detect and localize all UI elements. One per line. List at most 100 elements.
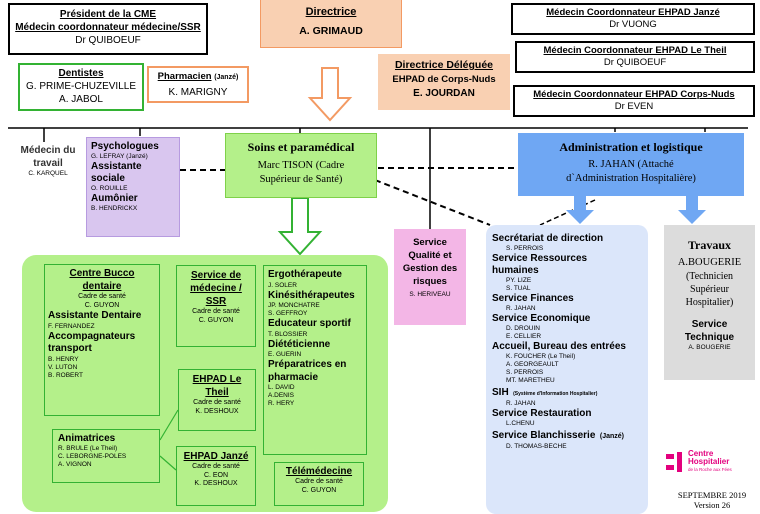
footer: SEPTEMBRE 2019 Version 26 [668,490,756,510]
soins-line1: Marc TISON (Cadre [257,160,345,171]
service-technique-title: Technique [684,331,735,343]
accueil-name: A. GEORGEAULT [506,361,559,368]
telemedecine-name: C. GUYON [301,486,337,494]
qualite-line: risques [413,276,447,287]
finances-name: R. JAHAN [506,305,536,312]
prep-name: L. DAVID [268,384,295,391]
logo-text: Hospitalier [688,457,730,466]
soins-box: Soins et paramédical Marc TISON (Cadre S… [225,133,377,198]
assistante-dentaire-name: F. FERNANDEZ [48,322,95,330]
president-subtitle: Médecin coordonnateur médecine/SSR [15,22,201,33]
bucco-title: dentaire [82,281,122,292]
dentiste-name: A. JABOL [59,94,103,105]
accueil-name: K. FOUCHER (Le Theil) [506,353,576,360]
medecine-ssr-box: Service de médecine / SSR Cadre de santé… [176,265,256,347]
accompagnateur-name: B. ROBERT [48,371,83,379]
secretariat-title: Secrétariat de direction [492,233,604,244]
footer-version: Version 26 [693,500,731,510]
accompagnateurs-title: transport [48,343,92,354]
logo-text: de la Roche aux Fées [688,467,732,472]
coord-theil-box: Médecin Coordonnateur EHPAD Le Theil Dr … [515,41,755,73]
medecine-ssr-name: C. GUYON [198,316,234,324]
admin-line2: d`Administration Hospitalière) [566,173,696,184]
secretariat-name: S. PERROIS [506,245,544,252]
coord-theil-name: Dr QUIBOEUF [603,57,667,68]
rh-title: Service Ressources [492,253,588,264]
qualite-line: Gestion des [402,263,458,274]
ergo-title: Ergothérapeute [268,269,342,280]
ehpad-janze-name: K. DESHOUX [194,480,238,487]
medecine-ssr-title: SSR [205,296,227,307]
president-name: Dr QUIBOEUF [75,35,141,46]
aumonier-title: Aumônier [91,193,138,204]
blanchisserie-title: Service Blanchisserie [492,430,596,441]
rh-title: humaines [492,265,539,276]
travaux-box: Travaux A.BOUGERIE (Technicien Supérieur… [664,225,755,380]
accueil-title: Accueil, Bureau des entrées [492,341,626,352]
blanchisserie-name: D. THOMAS-BECHE [506,443,567,450]
telemedecine-title: Télémédecine [285,466,353,477]
economique-name: E. CELLIER [506,333,542,340]
dentistes-title: Dentistes [58,68,104,79]
travaux-line: Supérieur [690,283,729,295]
logo-mark-icon [666,452,682,472]
prep-title: pharmacie [268,371,319,383]
sih-name: R. JAHAN [506,400,536,407]
admin-line1: R. JAHAN (Attaché [588,159,674,170]
ehpad-theil-name: K. DESHOUX [195,407,239,415]
directrice-name: A. GRIMAUD [299,25,363,37]
pharmacien-box: Pharmacien (Janzé) K. MARIGNY [147,66,249,103]
pharmacien-title: Pharmacien [157,71,212,82]
animatrice-name: C. LEBORGNE-POLES [58,453,127,460]
qualite-box: Service Qualité et Gestion des risques S… [394,229,466,325]
rh-name: S. TUAL [506,285,531,292]
sport-title: Educateur sportif [268,318,351,329]
economique-title: Service Economique [492,313,591,324]
soins-line2: Supérieur de Santé) [259,174,343,185]
bucco-title: Centre Bucco [69,268,135,279]
coord-corps-title: Médecin Coordonnateur EHPAD Corps-Nuds [533,89,735,100]
travaux-line: Hospitalier) [685,296,734,308]
psychologues-title: Psychologues [91,141,159,152]
dentistes-box: Dentistes G. PRIME-CHUZEVILLE A. JABOL [18,63,144,111]
accueil-name: S. PERROIS [506,369,544,376]
pharmacien-note: (Janzé) [214,74,239,81]
animatrices-box: Animatrices R. BRULE (Le Theil) C. LEBOR… [52,429,160,483]
assistante-sociale-name: O. ROUILLE [91,185,128,192]
accueil-name: MT. MARETHEU [506,377,555,384]
medecine-ssr-cadre: Cadre de santé [192,308,240,315]
paramed-box: Ergothérapeute J. SOLER Kinésithérapeute… [263,265,367,455]
bucco-box: Centre Bucco dentaire Cadre de santé C. … [44,264,160,416]
footer-date: SEPTEMBRE 2019 [677,490,747,500]
blanchisserie-note: (Janzé) [599,433,624,440]
qualite-line: Service [413,237,447,248]
ehpad-theil-title: Theil [205,387,229,398]
finances-title: Service Finances [492,293,574,304]
travaux-title: Travaux [687,238,732,252]
coord-theil-title: Médecin Coordonnateur EHPAD Le Theil [543,45,727,56]
deleguee-title: Directrice Déléguée [394,59,494,71]
economique-name: D. DROUIN [506,325,540,332]
soins-services-area [22,255,388,512]
medecine-ssr-title: Service de [190,270,242,281]
president-cme-box: Président de la CME Médecin coordonnateu… [8,3,208,55]
directrice-title: Directrice [305,6,357,18]
assistante-dentaire-title: Assistante Dentaire [48,310,142,321]
restauration-title: Service Restauration [492,408,592,419]
travaux-line: A.BOUGERIE [677,257,742,268]
coord-janze-name: Dr VUONG [609,19,657,30]
telemedecine-box: Télémédecine Cadre de santé C. GUYON [274,462,364,506]
prep-name: A.DENIS [268,392,295,399]
accompagnateur-name: V. LUTON [48,363,78,371]
accompagnateur-name: B. HENRY [48,355,79,363]
ergo-name: J. SOLER [268,281,297,289]
service-technique-name: A. BOUGERIE [688,343,731,351]
medecin-travail-name: C. KARQUEL [28,170,68,177]
hospital-logo: Centre Hospitalier de la Roche aux Fées [666,449,756,476]
telemedecine-cadre: Cadre de santé [295,478,343,485]
sih-note: (Système d'Information Hospitalier) [513,391,598,397]
kine-name: S. GEFFROY [268,310,308,317]
ehpad-janze-box: EHPAD Janzé Cadre de santé C. EON K. DES… [176,446,256,506]
